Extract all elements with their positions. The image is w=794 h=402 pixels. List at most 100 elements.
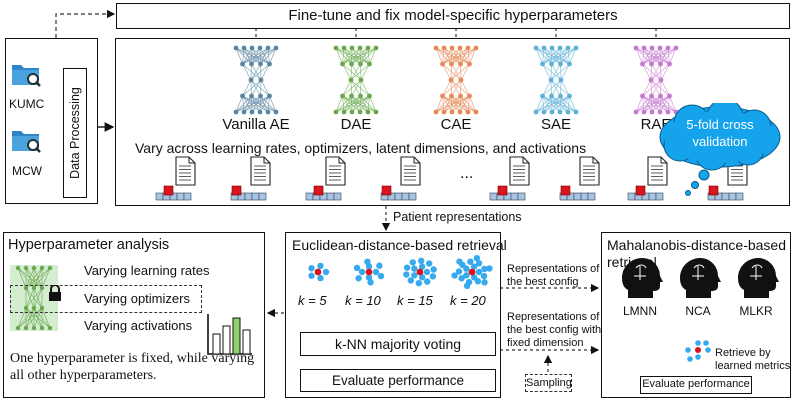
representation-strip	[380, 185, 417, 201]
document-1	[175, 156, 196, 186]
neighbor-point	[455, 268, 463, 275]
patient-representations-label: Patient representations	[393, 210, 522, 224]
hyper-item-activations: Varying activations	[84, 318, 193, 333]
query-point	[416, 268, 424, 276]
knn-voting-box: k-NN majority voting	[300, 332, 496, 356]
neighbor-point	[376, 262, 383, 269]
neighbor-point	[424, 278, 431, 285]
neighbor-point	[308, 272, 315, 279]
query-point	[314, 268, 322, 276]
neighbor-point	[481, 279, 488, 286]
neighbor-point	[418, 257, 425, 265]
neighbor-point	[403, 264, 411, 271]
neighbor-point	[429, 273, 437, 280]
neighbor-point	[480, 272, 488, 280]
network-4	[533, 45, 579, 115]
folder-icon	[12, 65, 41, 87]
site-label-1: KUMC	[9, 97, 45, 111]
representation-strip	[489, 185, 526, 201]
model-label-dae: DAE	[340, 116, 372, 133]
neighbor-point	[415, 279, 422, 287]
hyper-item-learning-rates: Varying learning rates	[84, 263, 210, 278]
learned-metric-points	[685, 340, 711, 362]
neighbor-point	[317, 274, 324, 282]
hyper-note: One hyperparameter is fixed, while varyi…	[10, 351, 255, 383]
neighbor-point	[418, 274, 426, 281]
neighbor-point	[467, 258, 474, 265]
neighbor-point	[317, 262, 324, 270]
k-label-5: k = 5	[298, 293, 327, 308]
neighbor-point	[377, 272, 385, 280]
best-fixed-label: Representations of the best config with …	[507, 311, 602, 349]
neighbor-point	[411, 265, 418, 272]
neighbor-point	[418, 263, 426, 270]
neighbor-point	[474, 278, 482, 285]
head-icon	[738, 258, 779, 298]
neighbor-point	[456, 258, 463, 265]
data-processing-box: Data Processing	[63, 68, 87, 198]
neighbor-point	[407, 277, 415, 284]
method-label-mlkr: MLKR	[739, 304, 773, 318]
neighbor-point	[430, 266, 437, 273]
head-icon	[622, 258, 663, 298]
neighbor-point	[353, 264, 361, 272]
query-point	[468, 268, 476, 276]
sampling-box: Sampling	[525, 374, 572, 392]
cluster-k10	[353, 258, 385, 286]
network-3	[433, 45, 479, 115]
cluster-k20	[451, 254, 493, 290]
bar-chart-icon	[207, 314, 252, 355]
cloud-label: 5-fold cross validation	[686, 117, 754, 149]
best-config-label: Representations of the best config	[507, 263, 600, 288]
retrieve-label: Retrieve by learned metrics	[715, 347, 791, 372]
mini-network-nodes	[15, 265, 53, 331]
neighbor-point	[423, 268, 431, 276]
model-label-sae: SAE	[540, 116, 571, 133]
k-label-15: k = 15	[397, 293, 433, 308]
fixed-hyperparameter-frame	[10, 285, 202, 313]
folder-icon	[12, 131, 41, 153]
neighbor-point	[411, 272, 418, 279]
representation-strip	[559, 185, 596, 201]
evaluate-label-euclid: Evaluate performance	[331, 373, 465, 388]
document-6	[579, 156, 600, 186]
neighbor-point	[308, 265, 315, 272]
model-label-vanilla: Vanilla AE	[222, 116, 290, 133]
model-label-cae: CAE	[440, 116, 472, 133]
query-point	[365, 268, 373, 276]
neighbor-point	[372, 268, 380, 276]
representation-strip	[155, 185, 192, 201]
lock-icon	[49, 285, 61, 301]
representation-strip	[707, 185, 744, 201]
top-bar-label: Fine-tune and fix model-specific hyperpa…	[288, 7, 618, 24]
top-bar: Fine-tune and fix model-specific hyperpa…	[116, 3, 790, 29]
method-label-lmnn: LMNN	[622, 304, 657, 318]
cross-validation-cloud	[659, 103, 781, 196]
euclid-title: Euclidean-distance-based retrieval	[292, 237, 507, 253]
sampling-label: Sampling	[526, 377, 572, 389]
network-5	[633, 45, 679, 115]
neighbor-point	[473, 254, 481, 262]
neighbor-point	[481, 265, 488, 273]
representation-strip	[627, 185, 664, 201]
vary-label: Vary across learning rates, optimizers, …	[135, 140, 587, 156]
document-5	[509, 156, 530, 186]
hyper-title: Hyperparameter analysis	[8, 237, 170, 253]
document-3	[325, 156, 346, 186]
neighbor-point	[322, 268, 330, 276]
evaluate-box-euclid: Evaluate performance	[300, 369, 496, 392]
neighbor-point	[425, 260, 433, 267]
neighbor-point	[409, 259, 416, 266]
neighbor-point	[358, 268, 366, 276]
neighbor-point	[403, 271, 410, 278]
knn-voting-label: k-NN majority voting	[334, 336, 462, 352]
neighbor-point	[475, 268, 483, 276]
neighbor-point	[458, 275, 465, 282]
neighbor-point	[463, 282, 471, 290]
ellipsis: ...	[460, 165, 474, 182]
hyper-item-optimizers: Varying optimizers	[84, 291, 190, 306]
cluster-k15	[403, 257, 437, 287]
